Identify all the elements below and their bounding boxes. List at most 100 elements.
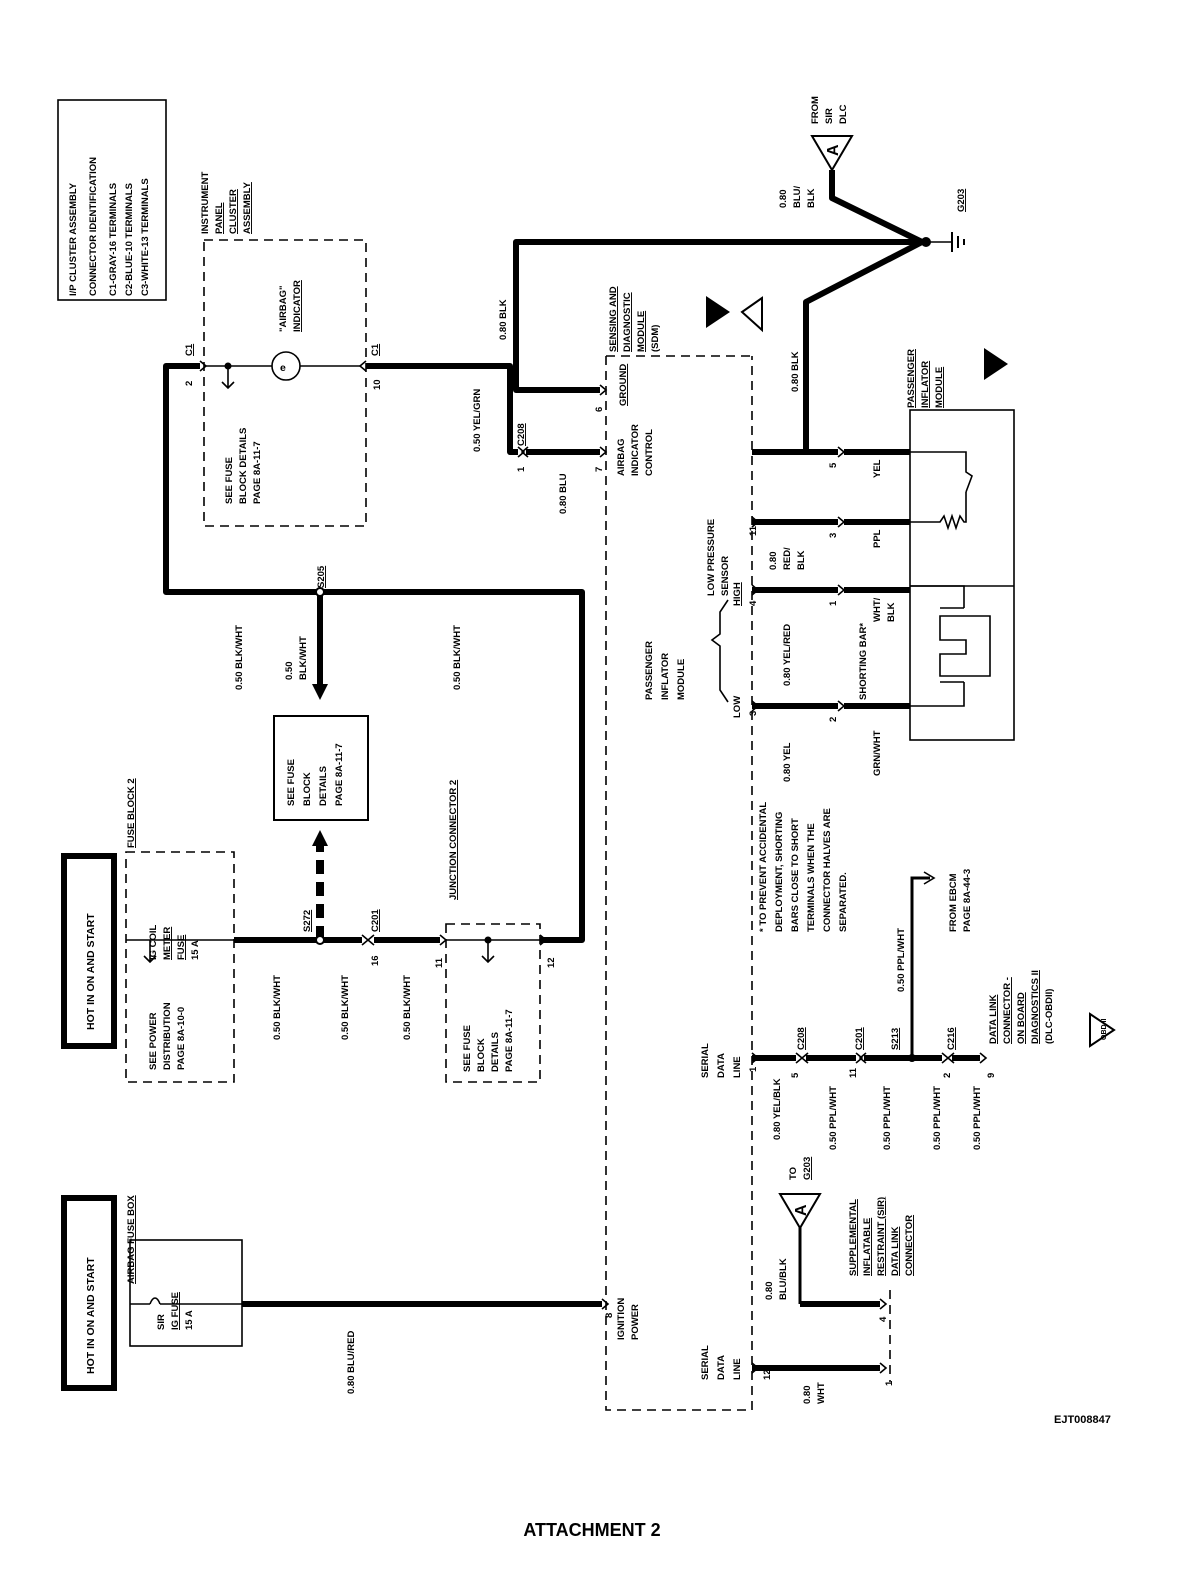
wire-label: WHT/ xyxy=(872,597,883,622)
connector-legend: I/P CLUSTER ASSEMBLY CONNECTOR IDENTIFIC… xyxy=(57,99,167,301)
connector-pin: 10 xyxy=(372,379,383,390)
ref-label: SEE FUSE xyxy=(224,457,235,504)
cluster-title: PANEL xyxy=(214,202,225,234)
sdm-pin-label: LOW PRESSURE xyxy=(706,519,717,596)
connector-pin: 1 xyxy=(516,466,527,472)
wire-label: 0.50 PPL/WHT xyxy=(828,1086,839,1150)
wire-label: 0.80 YEL/RED xyxy=(782,624,793,686)
fuse-ref-box: SEE FUSE BLOCK DETAILS PAGE 8A-11-7 xyxy=(273,715,369,821)
sir-label: SUPPLEMENTAL xyxy=(848,1199,859,1276)
wire-label: PPL xyxy=(872,529,883,548)
flag-label: SIR xyxy=(824,108,835,124)
flag-a-icon: A xyxy=(825,144,842,156)
dlc-label: DIAGNOSTICS II xyxy=(1030,970,1041,1044)
note-line: DEPLOYMENT, SHORTING xyxy=(774,812,785,932)
instrument-panel-cluster: INSTRUMENT PANEL CLUSTER ASSEMBLY e "AIR… xyxy=(184,172,383,527)
sdm-module: SENSING AND DIAGNOSTIC MODULE (SDM) OBD … xyxy=(594,286,1116,1411)
connector-pin: 5 xyxy=(790,1072,801,1078)
flag-label: TO xyxy=(788,1167,799,1180)
ground-g203: G203 xyxy=(956,189,967,212)
wire-label: 0.50 BLK/WHT xyxy=(402,975,413,1040)
sdm-pin-label: IGNITION xyxy=(616,1298,627,1340)
ref-label: SEE FUSE xyxy=(462,1025,473,1072)
fuse-label: IG FUSE xyxy=(170,1292,181,1330)
sdm-title: SENSING AND xyxy=(608,286,619,352)
connector-pin: 16 xyxy=(370,955,381,966)
connector-pin: 6 xyxy=(594,407,605,412)
wire-label: 0.80 xyxy=(802,1386,813,1405)
connector-pin: 12 xyxy=(546,957,557,968)
passenger-inflator-module: PASSENGER INFLATOR MODULE 5 3 1 2 SHORTI… xyxy=(751,349,1015,782)
connector-c201: C201 xyxy=(854,1027,865,1050)
hot-box-label: HOT IN ON AND START xyxy=(85,913,97,1030)
wire-label: BLK xyxy=(806,188,817,208)
hot-box-fuse-block: HOT IN ON AND START xyxy=(61,853,117,1049)
connector-pin: 4 xyxy=(748,600,759,606)
inflator-title: PASSENGER xyxy=(906,349,917,408)
flag-label: FROM xyxy=(810,96,821,124)
wire-label: 0.80 BLK xyxy=(790,351,801,392)
inflator-title: MODULE xyxy=(934,367,945,408)
connector-pin: 2 xyxy=(184,381,195,386)
wire-label: 0.80 YEL xyxy=(782,742,793,782)
ref-label: SEE FUSE xyxy=(286,759,297,806)
ignition-circuit: 0.80 BLU/RED xyxy=(242,1298,610,1394)
connector-pin: 1 xyxy=(884,1380,895,1386)
sdm-title: (SDM) xyxy=(650,325,661,352)
indicator-circuit: C208 1 0.50 YEL/GRN 0.80 BLU xyxy=(366,363,608,514)
legend-line: C1-GRAY-16 TERMINALS xyxy=(108,183,119,296)
dlc-label: (DLC-OBDII) xyxy=(1044,989,1055,1044)
connector-pin: 11 xyxy=(848,1067,859,1078)
connector-pin: 7 xyxy=(594,467,605,472)
splice-s205: S205 xyxy=(316,565,327,588)
connector-c208: C208 xyxy=(796,1027,807,1050)
sir-label: DATA LINK xyxy=(890,1226,901,1276)
connector-pin: 1 xyxy=(748,1066,759,1072)
wire-label: 0.50 BLK/WHT xyxy=(452,625,463,690)
junction-title: JUNCTION CONNECTOR 2 xyxy=(448,780,459,900)
ebcm-label: PAGE 8A-44-3 xyxy=(962,869,973,932)
ref-label: PAGE 8A-11-7 xyxy=(504,1009,515,1072)
sdm-ground-label: GROUND xyxy=(618,364,629,406)
hot-box-airbag: HOT IN ON AND START xyxy=(61,1195,117,1391)
legend-line: CONNECTOR IDENTIFICATION xyxy=(88,157,99,296)
cluster-title: ASSEMBLY xyxy=(242,181,253,234)
connector-pin: 9 xyxy=(986,1073,997,1078)
wire-label: 0.50 PPL/WHT xyxy=(972,1086,983,1150)
wire-label: 0.50 BLK/WHT xyxy=(234,625,245,690)
connector-pin: 1 xyxy=(828,600,839,606)
connector-c208: C208 xyxy=(516,423,527,446)
high-label: HIGH xyxy=(732,582,743,606)
airbag-indicator-icon: e xyxy=(280,362,286,374)
wire-label: BLU/BLK xyxy=(778,1258,789,1300)
connector-pin: 2 xyxy=(828,717,839,722)
legend-line: I/P CLUSTER ASSEMBLY xyxy=(68,182,79,296)
connector-c201: C201 xyxy=(370,909,381,932)
obd-icon: OBD II xyxy=(1101,1019,1108,1040)
note-line: * TO PREVENT ACCIDENTAL xyxy=(758,802,769,932)
figure-code: EJT008847 xyxy=(1054,1414,1111,1426)
ground-circuit: G203 0.80 BLK 0.80 BLK 0.80 BLU/ BLK A F… xyxy=(498,96,967,458)
dlc-label: CONNECTOR - xyxy=(1002,977,1013,1044)
ref-label: PAGE 8A-11-7 xyxy=(252,441,263,504)
splice-s213: S213 xyxy=(890,1028,901,1050)
flag-a-icon: A xyxy=(793,1204,810,1216)
ref-label: DETAILS xyxy=(318,766,329,806)
note-line: SEPARATED. xyxy=(838,872,849,932)
sdm-pin-label: SERIAL xyxy=(700,1345,711,1380)
sdm-pin-label: LINE xyxy=(732,1056,743,1078)
sdm-pin-label: POWER xyxy=(630,1304,641,1340)
note-line: BARS CLOSE TO SHORT xyxy=(790,818,801,932)
dlc-label: DATA LINK xyxy=(988,994,999,1044)
sdm-pin-label: INDICATOR xyxy=(630,424,641,476)
flag-label: G203 xyxy=(802,1157,813,1180)
wire-label: 0.50 xyxy=(284,662,295,681)
connector-pin: 4 xyxy=(878,1316,889,1322)
wire-label: 0.80 xyxy=(778,190,789,209)
wire-label: 0.80 BLU/RED xyxy=(346,1331,357,1394)
ref-label: DETAILS xyxy=(490,1032,501,1072)
sdm-pin-label: DATA xyxy=(716,1355,727,1380)
fuse-block-2-title: FUSE BLOCK 2 xyxy=(126,778,137,848)
wire-label: WHT xyxy=(816,1382,827,1404)
